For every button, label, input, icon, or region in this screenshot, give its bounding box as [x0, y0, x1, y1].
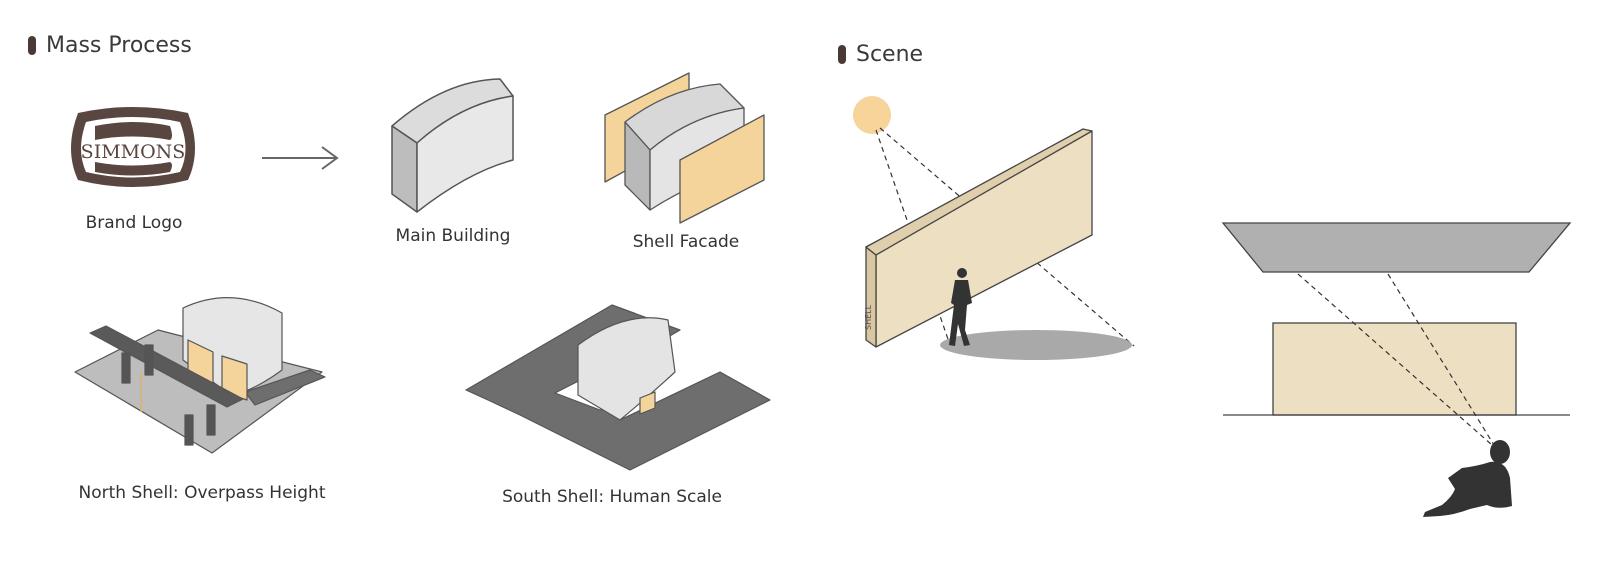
walking-person	[949, 268, 972, 346]
mass-process-title: Mass Process	[28, 33, 192, 58]
scene-title: Scene	[838, 42, 923, 67]
title-marker	[28, 36, 36, 55]
simmons-logo: SIMMONS	[71, 107, 195, 187]
wall-label: SHELL	[864, 304, 873, 330]
caption-south-shell: South Shell: Human Scale	[502, 487, 722, 507]
shell-elevation	[1272, 322, 1517, 416]
caption-brand-logo: Brand Logo	[85, 213, 183, 233]
south-shell-diagram	[465, 304, 771, 471]
canopy-slab	[1221, 222, 1572, 273]
caption-north-shell: North Shell: Overpass Height	[78, 483, 326, 503]
scene-title-text: Scene	[856, 42, 924, 67]
sitting-person	[1423, 440, 1512, 517]
shell-facade-mass	[604, 72, 765, 224]
main-building-mass	[391, 78, 514, 213]
sightlines	[1297, 273, 1495, 446]
caption-main-building: Main Building	[395, 226, 511, 246]
caption-shell-facade: Shell Facade	[632, 232, 740, 252]
process-arrow	[262, 146, 339, 170]
scene-sun	[853, 96, 891, 134]
scene-wall: SHELL	[864, 128, 1093, 348]
mass-process-title-text: Mass Process	[46, 33, 192, 58]
logo-text: SIMMONS	[81, 141, 186, 163]
scene-shadow	[940, 330, 1132, 360]
north-shell-diagram	[74, 297, 326, 454]
title-marker	[838, 45, 846, 64]
